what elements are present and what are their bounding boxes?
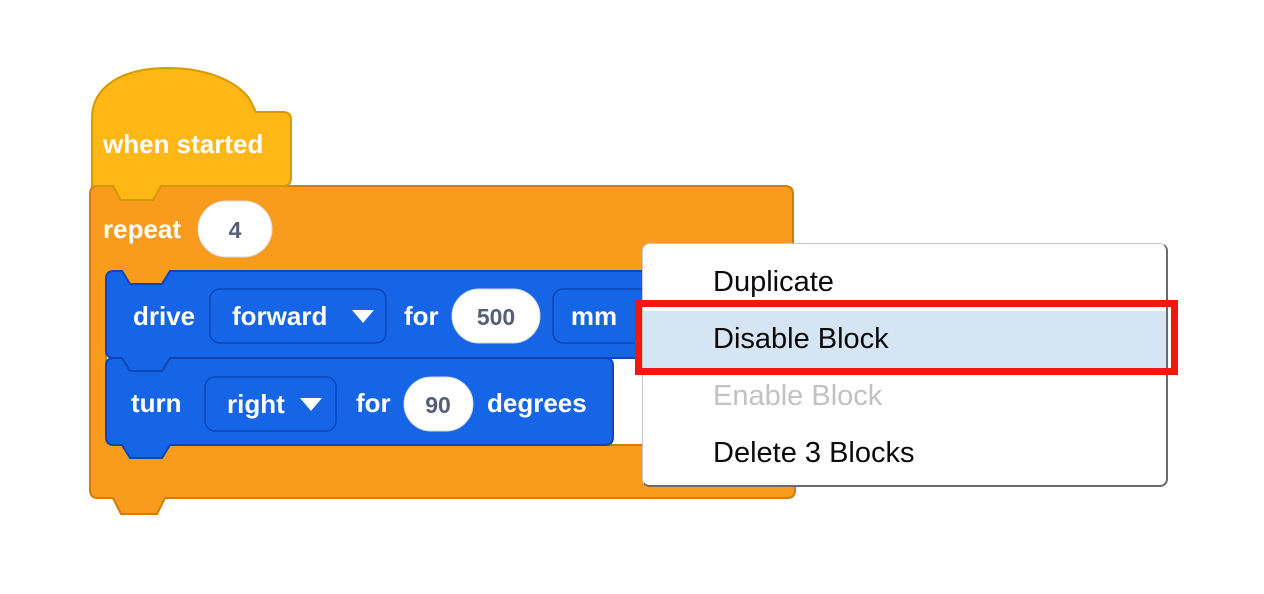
repeat-count-field[interactable] [197,200,273,258]
menu-item-label: Enable Block [713,380,883,412]
menu-item-delete-blocks[interactable]: Delete 3 Blocks [643,425,1166,482]
drive-for-label: for [404,301,439,331]
when-started-label: when started [102,129,263,159]
chevron-down-icon [300,398,322,411]
context-menu: Duplicate Disable Block Enable Block Del… [642,243,1168,487]
drive-label: drive [133,301,195,331]
menu-item-label: Duplicate [713,266,834,298]
drive-distance-field[interactable] [451,288,541,344]
repeat-label: repeat [103,214,181,244]
drive-unit-value: mm [571,301,617,331]
menu-item-label: Disable Block [713,323,889,355]
menu-item-disable-block[interactable]: Disable Block [643,311,1166,368]
menu-item-duplicate[interactable]: Duplicate [643,254,1166,311]
drive-direction-value: forward [232,301,327,331]
turn-for-label: for [356,388,391,418]
turn-direction-dropdown[interactable] [204,376,337,432]
when-started-block[interactable] [91,66,292,201]
menu-item-enable-block: Enable Block [643,368,1166,425]
repeat-count-value: 4 [229,217,242,243]
chevron-down-icon [352,310,374,323]
turn-angle-value: 90 [425,392,451,418]
drive-direction-dropdown[interactable] [209,288,387,344]
turn-degrees-label: degrees [487,388,587,418]
drive-distance-value: 500 [477,304,515,330]
turn-direction-value: right [227,389,285,419]
menu-item-label: Delete 3 Blocks [713,437,915,469]
turn-label: turn [131,388,182,418]
turn-angle-field[interactable] [403,376,474,432]
